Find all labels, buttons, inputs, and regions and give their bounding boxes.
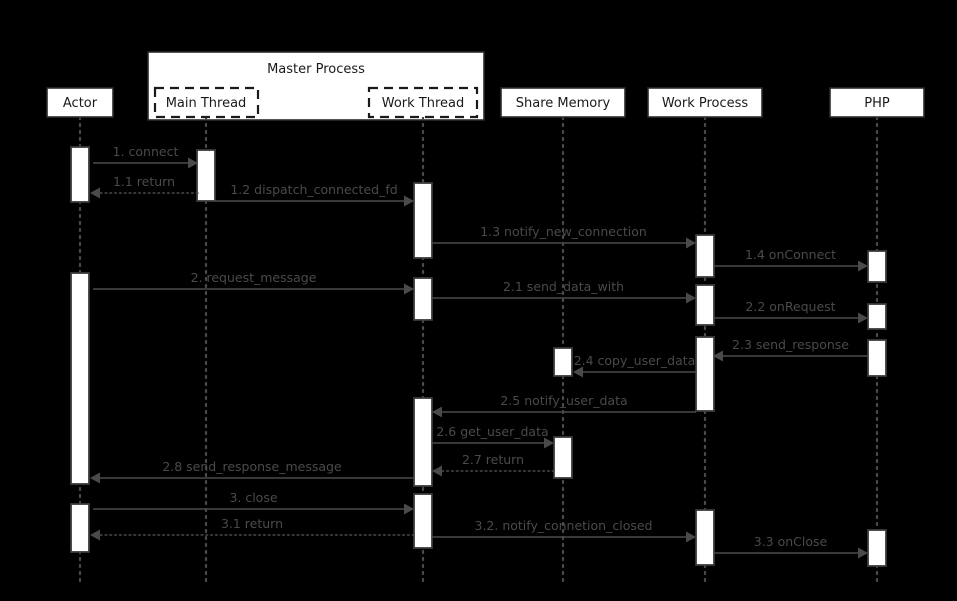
message-arrowhead-m2_7 — [432, 465, 442, 477]
participant-label-php: PHP — [864, 96, 890, 111]
group-label-master-process: Master Process — [267, 62, 365, 77]
message-arrowhead-m2_4 — [573, 366, 583, 378]
participant-box-workthread[interactable] — [367, 86, 479, 119]
message-label-m1: 1. connect — [113, 144, 179, 159]
message-label-m1_2: 1.2 dispatch_connected_fd — [230, 182, 397, 197]
message-arrowhead-m3_2 — [686, 531, 696, 543]
message-label-m1_4: 1.4 onConnect — [745, 247, 836, 262]
message-label-m2_2: 2.2 onRequest — [745, 299, 835, 314]
activation-bar-actor — [70, 146, 90, 203]
message-label-m1_3: 1.3 notify_new_connection — [480, 224, 647, 239]
participant-box-actor[interactable] — [46, 87, 114, 118]
message-arrowhead-m2_6 — [544, 437, 554, 449]
message-label-m3_3: 3.3 onClose — [754, 534, 828, 549]
message-label-m2_8: 2.8 send_response_message — [162, 459, 342, 474]
participant-box-php[interactable] — [829, 87, 925, 118]
participant-label-workthread: Work Thread — [382, 96, 465, 111]
activation-bar-workproc — [695, 336, 715, 412]
message-arrowhead-m2_3 — [713, 350, 723, 362]
participant-label-main: Main Thread — [166, 96, 247, 111]
message-arrowhead-m2_5 — [432, 406, 442, 418]
activation-bar-actor — [70, 503, 90, 553]
message-arrowhead-m1_4 — [858, 260, 868, 272]
activation-bar-actor — [70, 272, 90, 485]
participant-box-sharemem[interactable] — [500, 87, 626, 118]
activation-bar-workthread — [413, 277, 433, 321]
activation-bar-workthread — [413, 493, 433, 549]
message-label-m2_1: 2.1 send_data_with — [503, 279, 624, 294]
message-arrowhead-m3_3 — [858, 547, 868, 559]
message-label-m2: 2. request_message — [191, 270, 317, 285]
message-label-m2_6: 2.6 get_user_data — [436, 424, 548, 439]
message-label-m3: 3. close — [229, 490, 277, 505]
message-arrowhead-m1_1 — [90, 187, 100, 199]
activation-bar-workproc — [695, 234, 715, 278]
message-label-m2_5: 2.5 notify_user_data — [500, 393, 627, 408]
participant-box-workproc[interactable] — [647, 87, 763, 118]
activation-bar-workproc — [695, 284, 715, 326]
message-label-m3_2: 3.2. notify_connetion_closed — [475, 518, 653, 533]
participant-label-workproc: Work Process — [662, 96, 749, 111]
activation-bar-php — [867, 529, 887, 567]
message-label-m2_7: 2.7 return — [462, 452, 524, 467]
message-arrowhead-m1_2 — [404, 195, 414, 207]
activation-bar-php — [867, 303, 887, 330]
message-arrowhead-m2_1 — [686, 292, 696, 304]
activation-bar-sharemem — [553, 347, 573, 377]
participant-label-sharemem: Share Memory — [516, 96, 611, 111]
message-arrowhead-m2 — [404, 283, 414, 295]
message-label-m2_3: 2.3 send_response — [732, 337, 849, 352]
activation-bar-workthread — [413, 182, 433, 259]
message-label-m2_4: 2.4 copy_user_data — [574, 353, 696, 368]
participant-label-actor: Actor — [63, 96, 98, 111]
message-label-m1_1: 1.1 return — [113, 174, 175, 189]
message-arrowhead-m1_3 — [686, 237, 696, 249]
activation-bar-workthread — [413, 397, 433, 487]
activation-bar-php — [867, 250, 887, 283]
participant-box-main[interactable] — [153, 86, 260, 119]
message-arrowhead-m1 — [188, 157, 198, 169]
activation-bar-main — [196, 149, 216, 202]
message-label-m3_1: 3.1 return — [221, 516, 283, 531]
activation-bar-sharemem — [553, 436, 573, 479]
message-arrowhead-m3 — [404, 503, 414, 515]
activation-bar-workproc — [695, 509, 715, 566]
message-arrowhead-m3_1 — [90, 529, 100, 541]
activation-bar-php — [867, 339, 887, 377]
message-arrowhead-m2_2 — [858, 312, 868, 324]
message-arrowhead-m2_8 — [90, 472, 100, 484]
